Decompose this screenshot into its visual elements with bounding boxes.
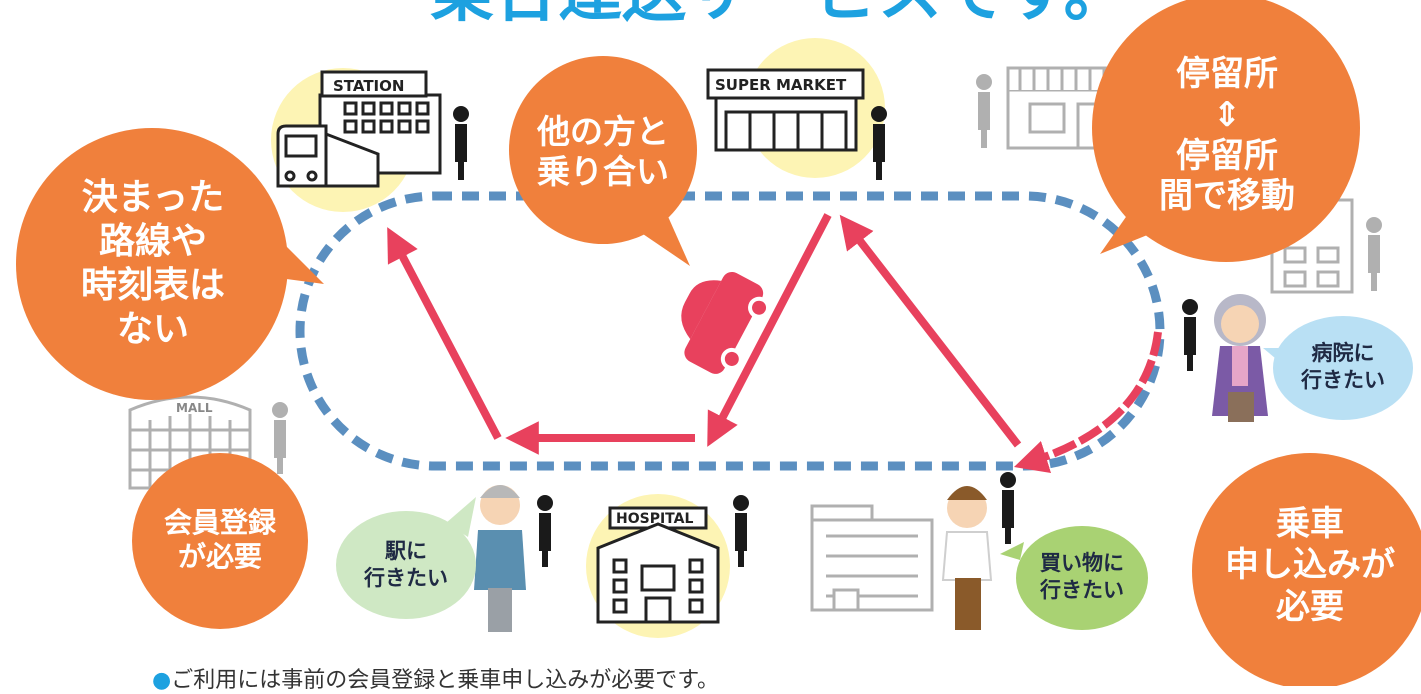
hospital-speech-bubble (1263, 316, 1413, 420)
elderly-woman-figure (1212, 294, 1268, 422)
page-title: 乗合運送サービスです。 (430, 0, 1128, 26)
speech-line: 駅に (385, 539, 427, 563)
supermarket-sign: SUPER MARKET (715, 76, 847, 94)
hospital-building-icon (596, 506, 720, 624)
speech-line: 病院に (1311, 341, 1375, 365)
station-building-icon (276, 70, 442, 188)
ride-request-bubble (1192, 453, 1421, 686)
station-speech-bubble (336, 497, 476, 619)
no-fixed-route-bubble (16, 128, 324, 400)
bubble-line: ない (116, 308, 189, 350)
speech-line: 行きたい (1040, 578, 1124, 603)
bus-stop-icon (453, 106, 1198, 567)
shopping-speech-text: 買い物に 行きたい (1027, 550, 1137, 605)
ride-share-text: 他の方と 乗り合い (528, 112, 678, 193)
bubble-line: 必要 (1276, 586, 1344, 627)
bubble-line: 停留所 (1176, 135, 1278, 176)
stop-to-stop-bubble (1092, 0, 1360, 262)
travel-arrows (387, 213, 1162, 473)
ride-request-text: 乗車 申し込みが 必要 (1200, 504, 1420, 628)
mall-sign: MALL (176, 401, 213, 415)
station-sign: STATION (333, 77, 404, 95)
hospital-sign: HOSPITAL (616, 511, 693, 527)
speech-line: 行きたい (1301, 368, 1385, 393)
speech-line: 行きたい (364, 566, 448, 591)
office-building-icon (810, 504, 934, 612)
bubble-line: 会員登録 (163, 506, 276, 539)
bubble-line: 決まった (81, 177, 225, 218)
hospital-speech-text: 病院に 行きたい (1288, 340, 1398, 395)
bubble-line: 他の方と (537, 112, 669, 151)
bubble-line: 時刻表は (80, 264, 225, 306)
bubble-line: 乗車 (1276, 504, 1344, 544)
bubble-line: ⇕ (1212, 94, 1242, 135)
bubble-line: 乗り合い (537, 152, 669, 192)
footnote: ●ご利用には事前の会員登録と乗車申し込みが必要です。 (152, 662, 719, 694)
member-registration-bubble (132, 453, 308, 629)
car-icon (681, 271, 771, 374)
bubble-line: 申し込みが (1225, 545, 1395, 586)
bubble-line: 路線や (98, 220, 207, 262)
bus-stop-icon (272, 74, 1382, 474)
bubble-line: が必要 (177, 540, 262, 574)
stop-to-stop-text: 停留所 ⇕ 停留所 間で移動 (1132, 54, 1322, 217)
speech-line: 買い物に (1040, 551, 1124, 575)
bullet-icon: ● (152, 668, 172, 693)
shopping-speech-bubble (1000, 526, 1148, 630)
supermarket-building-icon (706, 68, 865, 152)
station-speech-text: 駅に 行きたい (351, 538, 461, 593)
member-registration-text: 会員登録 が必要 (150, 506, 290, 574)
elderly-man-figure (474, 485, 526, 632)
young-man-figure (941, 486, 993, 630)
no-fixed-route-text: 決まった 路線や 時刻表は ない (58, 176, 248, 352)
ride-share-bubble (509, 56, 697, 266)
bubble-line: 間で移動 (1159, 176, 1295, 217)
route-track (295, 191, 1165, 471)
footnote-text: ご利用には事前の会員登録と乗車申し込みが必要です。 (171, 668, 720, 693)
bubble-line: 停留所 (1176, 54, 1278, 94)
